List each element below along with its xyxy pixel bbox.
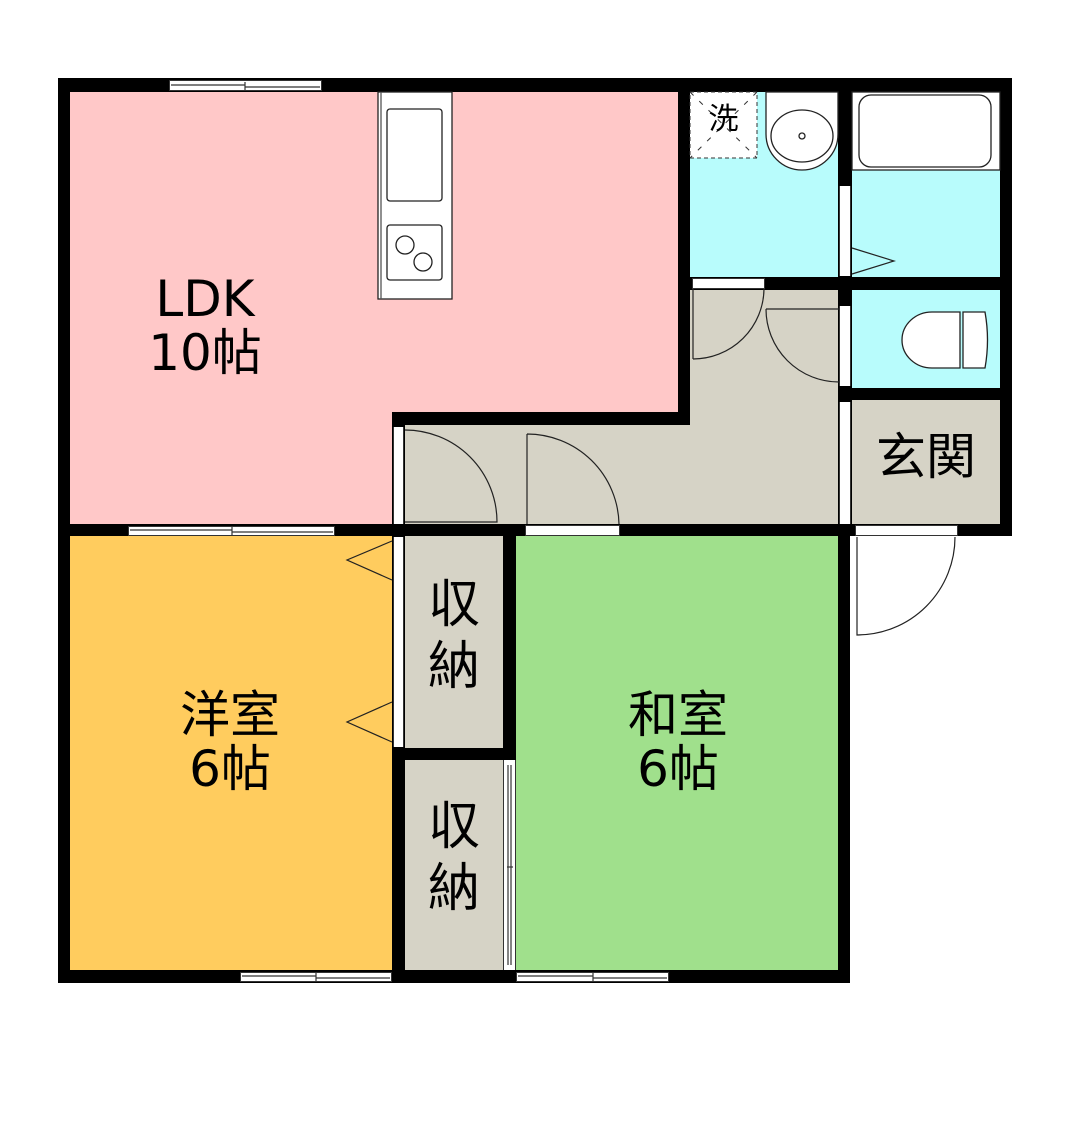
entrance-label: 玄関 [852,430,1000,484]
door-gap-hall-left [393,427,404,524]
ldk-label: LDK 10帖 [120,272,290,380]
entrance-name: 玄関 [876,428,976,486]
japanese-room [516,536,838,970]
door-gap-toilet [839,306,851,386]
wall-toilet-bottom [838,388,1012,400]
wall-right [1000,78,1012,536]
storage-upper [405,536,503,748]
storage-upper-label: 収 納 [405,574,503,699]
door-wash-swing [692,288,765,360]
door-entrance-swing [856,536,956,636]
bathtub-icon [851,91,1001,171]
wall-japanese-right [838,524,850,983]
sink-icon [386,108,443,202]
kitchen-counter [377,91,453,300]
storage-lower-char2: 納 [427,859,480,920]
japanese-room-label: 和室 6帖 [588,688,768,796]
storage-lower-char1: 収 [427,797,480,857]
japanese-room-size: 6帖 [637,740,719,798]
western-room [70,536,392,970]
entrance [852,400,1000,524]
door-gap-entrance-side [839,402,851,524]
door-gap-wash [692,278,765,289]
storage-upper-char1: 収 [427,575,480,635]
washer-label: 洗 [690,102,757,137]
closet-door-lower [503,760,516,970]
storage-lower [405,760,503,970]
storage-upper-char2: 納 [427,637,480,698]
door-gap-japanese [525,525,620,536]
bath-door-icon [851,247,897,275]
door-japanese-swing [526,433,620,525]
wall-ldk-step [392,412,690,425]
door-gap-entrance-front [855,525,958,536]
door-toilet-swing [765,308,840,383]
door-ldk-swing [404,429,498,523]
hallway-lower [405,425,840,524]
wall-storage-right [503,524,516,760]
washer-space [689,91,758,159]
japanese-room-name: 和室 [628,686,728,744]
ldk-name: LDK [155,270,255,328]
door-swings [404,288,956,636]
washer-char: 洗 [708,102,739,137]
closet-folding-doors [345,540,393,743]
western-room-size: 6帖 [189,740,271,798]
wash-basin-icon [765,91,839,171]
toilet-icon [901,311,989,369]
wall-ldk-right [678,78,690,424]
ldk-size: 10帖 [148,324,262,382]
western-room-label: 洋室 6帖 [140,688,320,796]
window-sash-lines [130,82,667,981]
western-room-name: 洋室 [180,686,280,744]
storage-lower-label: 収 納 [405,796,503,921]
door-gap-bath [839,186,851,276]
stove-icon [386,224,443,281]
door-gap-western [393,537,404,747]
wall-storage-divider [392,748,516,760]
